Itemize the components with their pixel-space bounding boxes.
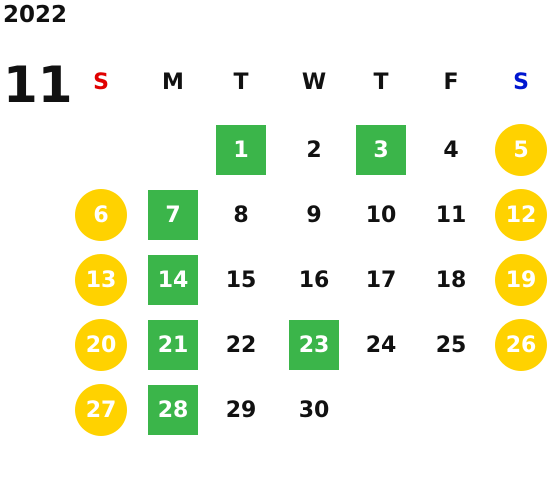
- weekday-4: T: [373, 70, 389, 95]
- month-number: 11: [3, 56, 73, 114]
- day-28[interactable]: 28: [148, 385, 198, 435]
- day-6[interactable]: 6: [75, 189, 127, 241]
- day-11[interactable]: 11: [435, 202, 467, 228]
- weekday-2: T: [233, 70, 249, 95]
- day-12[interactable]: 12: [495, 189, 547, 241]
- weekday-1: M: [162, 70, 184, 95]
- day-26[interactable]: 26: [495, 319, 547, 371]
- day-29[interactable]: 29: [225, 397, 257, 423]
- day-16[interactable]: 16: [298, 267, 330, 293]
- day-15[interactable]: 15: [225, 267, 257, 293]
- day-19[interactable]: 19: [495, 254, 547, 306]
- day-5[interactable]: 5: [495, 124, 547, 176]
- day-17[interactable]: 17: [365, 267, 397, 293]
- year-label: 2022: [3, 2, 68, 28]
- day-23[interactable]: 23: [289, 320, 339, 370]
- day-22[interactable]: 22: [225, 332, 257, 358]
- day-10[interactable]: 10: [365, 202, 397, 228]
- day-3[interactable]: 3: [356, 125, 406, 175]
- weekday-6: S: [513, 70, 529, 95]
- day-25[interactable]: 25: [435, 332, 467, 358]
- day-1[interactable]: 1: [216, 125, 266, 175]
- day-14[interactable]: 14: [148, 255, 198, 305]
- day-30[interactable]: 30: [298, 397, 330, 423]
- day-2[interactable]: 2: [306, 137, 322, 163]
- weekday-0: S: [93, 70, 109, 95]
- day-20[interactable]: 20: [75, 319, 127, 371]
- day-21[interactable]: 21: [148, 320, 198, 370]
- weekday-5: F: [443, 70, 459, 95]
- weekday-3: W: [301, 70, 327, 95]
- day-7[interactable]: 7: [148, 190, 198, 240]
- day-8[interactable]: 8: [233, 202, 249, 228]
- day-27[interactable]: 27: [75, 384, 127, 436]
- day-4[interactable]: 4: [443, 137, 459, 163]
- day-9[interactable]: 9: [306, 202, 322, 228]
- day-24[interactable]: 24: [365, 332, 397, 358]
- day-18[interactable]: 18: [435, 267, 467, 293]
- day-13[interactable]: 13: [75, 254, 127, 306]
